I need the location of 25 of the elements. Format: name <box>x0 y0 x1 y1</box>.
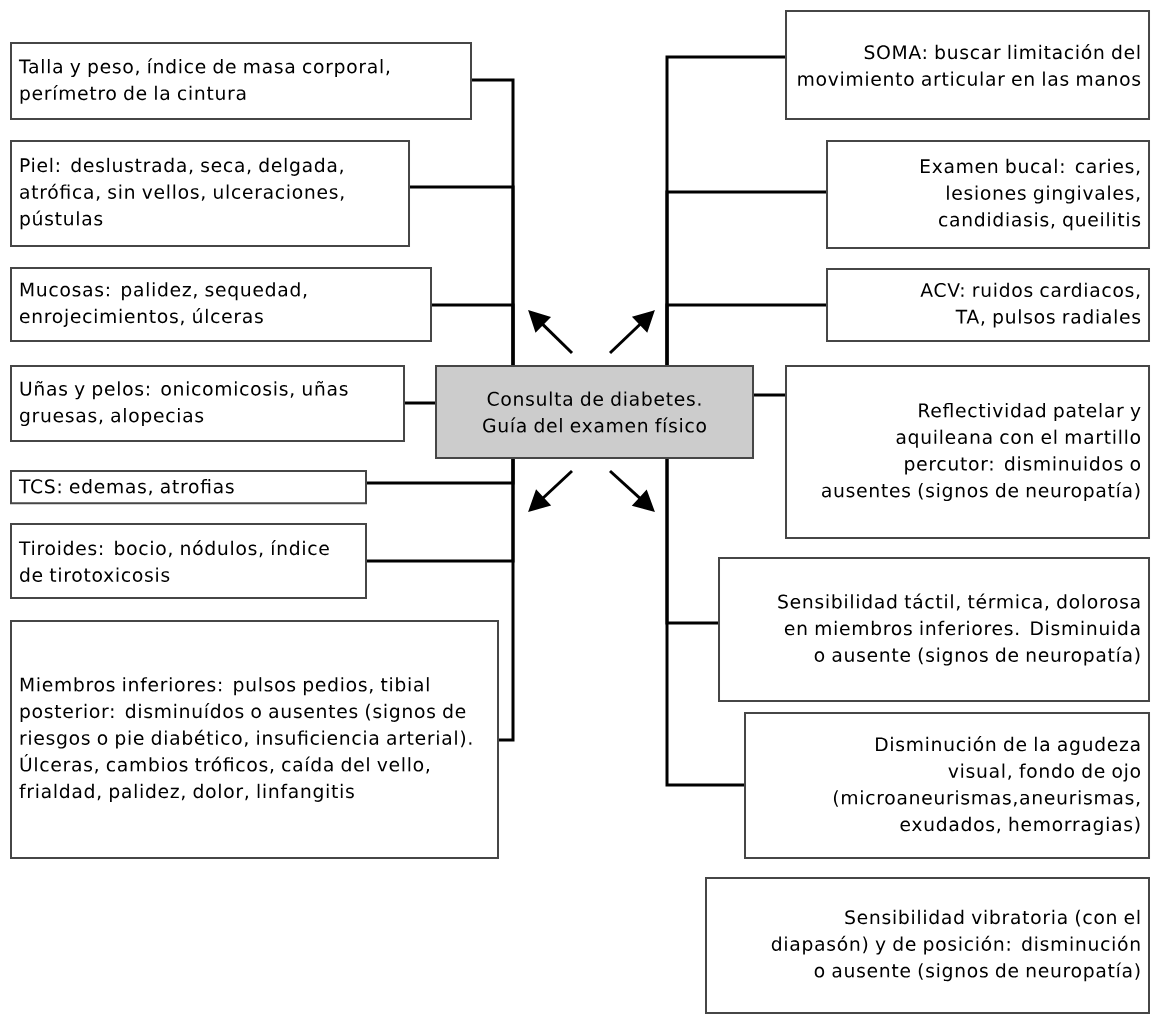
arrow <box>528 469 574 512</box>
connector-line <box>665 303 826 365</box>
topic-box: Sensibilidad táctil, térmica, dolorosa en miembros inferiores. Disminuida o ausente (signos de neuropatía) <box>718 557 1150 702</box>
topic-box: TCS: edemas, atrofias <box>10 470 367 505</box>
topic-box: Mucosas: palidez, sequedad, enrojecimientos, úlceras <box>10 267 432 342</box>
connector-line <box>405 401 435 405</box>
topic-box: Piel: deslustrada, seca, delgada, atrófica, sin vellos, ulceraciones, pústulas <box>10 140 410 247</box>
topic-box: Sensibilidad vibratoria (con el diapasón) y de posición: disminución o ausente (signos de neuropatía) <box>705 877 1150 1014</box>
topic-box: Tiroides: bocio, nódulos, índice de tirotoxicosis <box>10 523 367 599</box>
topic-box: Examen bucal: caries, lesiones gingivales, candidiasis, queilitis <box>826 140 1150 249</box>
topic-box: Uñas y pelos: onicomicosis, uñas gruesas, alopecias <box>10 365 405 442</box>
connector-line <box>754 393 785 397</box>
arrow <box>528 310 574 355</box>
topic-box: Disminución de la agudeza visual, fondo de ojo (microaneurismas,aneurismas, exudados, hemorragias) <box>744 712 1150 859</box>
topic-box: Miembros inferiores: pulsos pedios, tibial posterior: disminuídos o ausentes (signos de riesgos o pie diabético, insuficiencia arterial). Úlceras, cambios tróficos, caída del vello, frialdad, palidez, dolor, linfangitis <box>10 620 499 859</box>
topic-box: Reflectividad patelar y aquileana con el martillo percutor: disminuidos o ausentes (signos de neuropatía) <box>785 365 1150 539</box>
arrow <box>609 469 655 512</box>
connector-line <box>432 303 515 365</box>
topic-box: Talla y peso, índice de masa corporal, perímetro de la cintura <box>10 42 472 120</box>
connector-line <box>499 459 515 742</box>
title-box: Consulta de diabetes. Guía del examen físico <box>435 365 754 459</box>
arrow <box>608 310 655 355</box>
topic-box: SOMA: buscar limitación del movimiento articular en las manos <box>785 10 1150 120</box>
topic-box: ACV: ruidos cardiacos, TA, pulsos radiales <box>826 268 1150 342</box>
connector-line <box>665 459 744 787</box>
